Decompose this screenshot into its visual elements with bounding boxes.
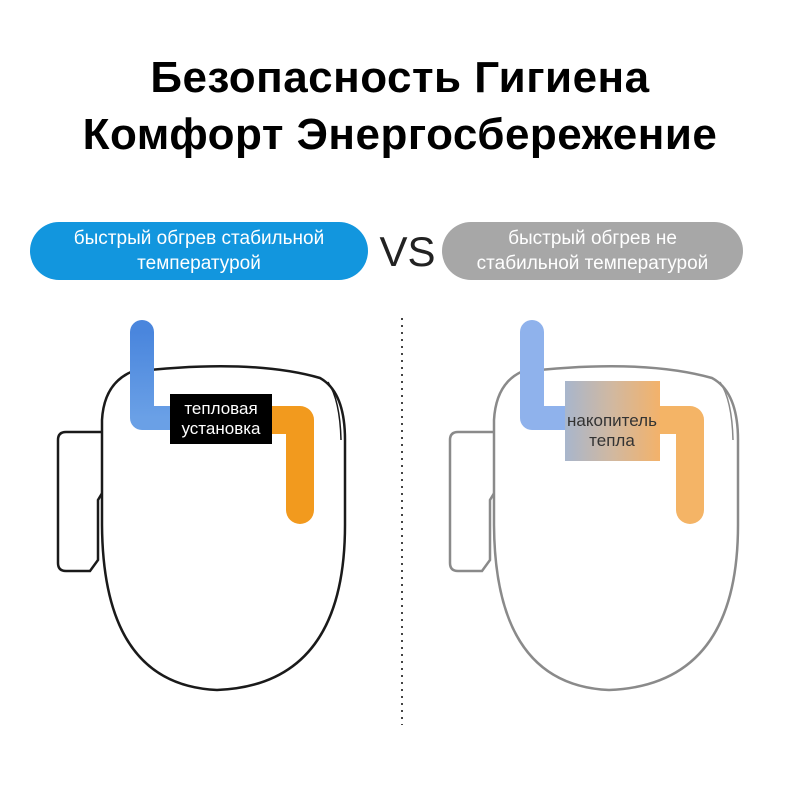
left-label-pill: быстрый обгрев стабильной температурой: [30, 222, 368, 280]
left-seat-rim: [327, 381, 342, 441]
headline-line-1: Безопасность Гигиена: [150, 53, 650, 102]
heat-storage-tag-label: накопитель тепла: [562, 411, 662, 451]
heat-storage-tag-line-2: тепла: [589, 431, 635, 450]
right-label-pill: быстрый обгрев не стабильной температуро…: [442, 222, 743, 280]
heat-storage-tag: [565, 381, 660, 461]
left-seat-illustration: [56, 320, 347, 692]
headline-line-2: Комфорт Энергосбережение: [82, 110, 718, 159]
heater-tag: [170, 394, 272, 444]
right-cold-pipe: [520, 320, 580, 430]
vs-label: VS: [379, 228, 436, 275]
heater-tag-label: тепловая установка: [171, 399, 271, 439]
right-label-line-1: быстрый обгрев не: [508, 228, 677, 249]
left-label-line-2: температурой: [137, 253, 261, 274]
left-cold-pipe: [130, 320, 188, 430]
right-label-line-2: стабильной температурой: [476, 253, 709, 274]
left-side-panel: [56, 430, 106, 573]
right-side-panel: [448, 430, 498, 573]
left-label-line-1: быстрый обгрев стабильной: [73, 228, 325, 249]
comparison-diagram: [56, 318, 740, 725]
heater-tag-line-1: тепловая: [184, 399, 258, 418]
right-seat-rim: [719, 381, 734, 441]
left-seat-outline: [100, 364, 347, 692]
heat-storage-tag-line-1: накопитель: [567, 411, 657, 430]
right-seat-illustration: [448, 320, 740, 692]
heater-tag-line-2: установка: [181, 419, 261, 438]
